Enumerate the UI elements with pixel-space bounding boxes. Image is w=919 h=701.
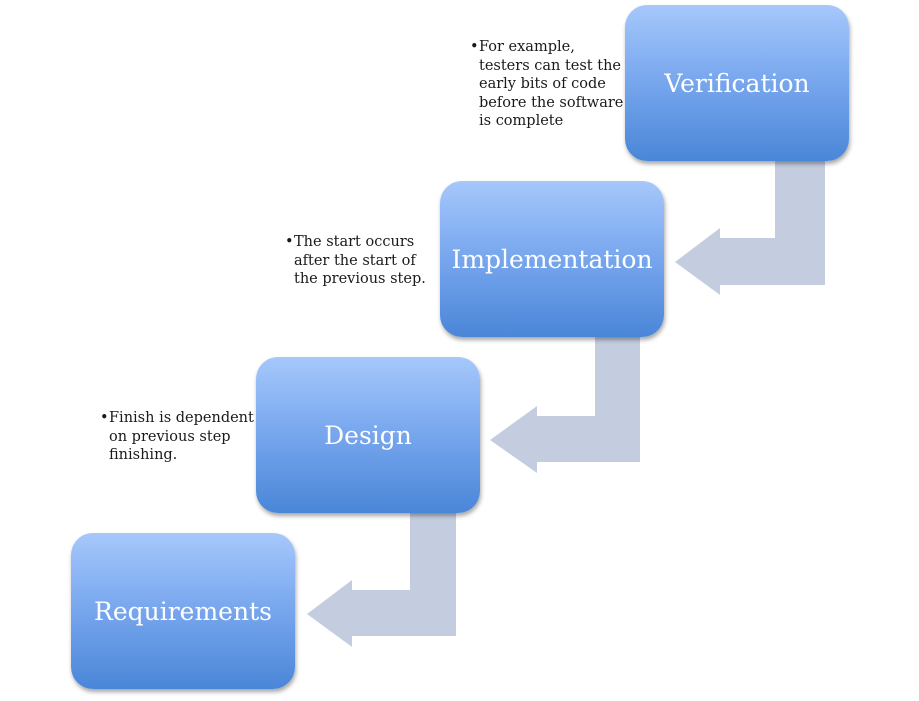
bullet-icon: • — [100, 410, 109, 426]
arrow-design-to-requirements — [307, 512, 456, 647]
bullet-icon: • — [285, 234, 294, 250]
step-requirements: Requirements — [71, 533, 295, 689]
arrow-verification-to-implementation — [675, 160, 825, 295]
step-design-label: Design — [324, 420, 412, 450]
step-requirements-label: Requirements — [94, 596, 272, 626]
step-verification-label: Verification — [664, 68, 810, 98]
step-verification: Verification — [625, 5, 849, 161]
note-design-text: Finish is dependent on previous step fin… — [109, 410, 254, 463]
step-design: Design — [256, 357, 480, 513]
step-implementation: Implementation — [440, 181, 664, 337]
bullet-icon: • — [470, 39, 479, 55]
arrow-implementation-to-design — [490, 336, 640, 473]
note-implementation-text: The start occurs after the start of the … — [294, 234, 426, 287]
note-design: • Finish is dependent on previous step f… — [100, 409, 257, 465]
step-implementation-label: Implementation — [451, 244, 653, 274]
note-verification: • For example, testers can test the earl… — [470, 38, 624, 131]
note-implementation: • The start occurs after the start of th… — [285, 233, 442, 289]
note-verification-text: For example, testers can test the early … — [479, 39, 624, 129]
